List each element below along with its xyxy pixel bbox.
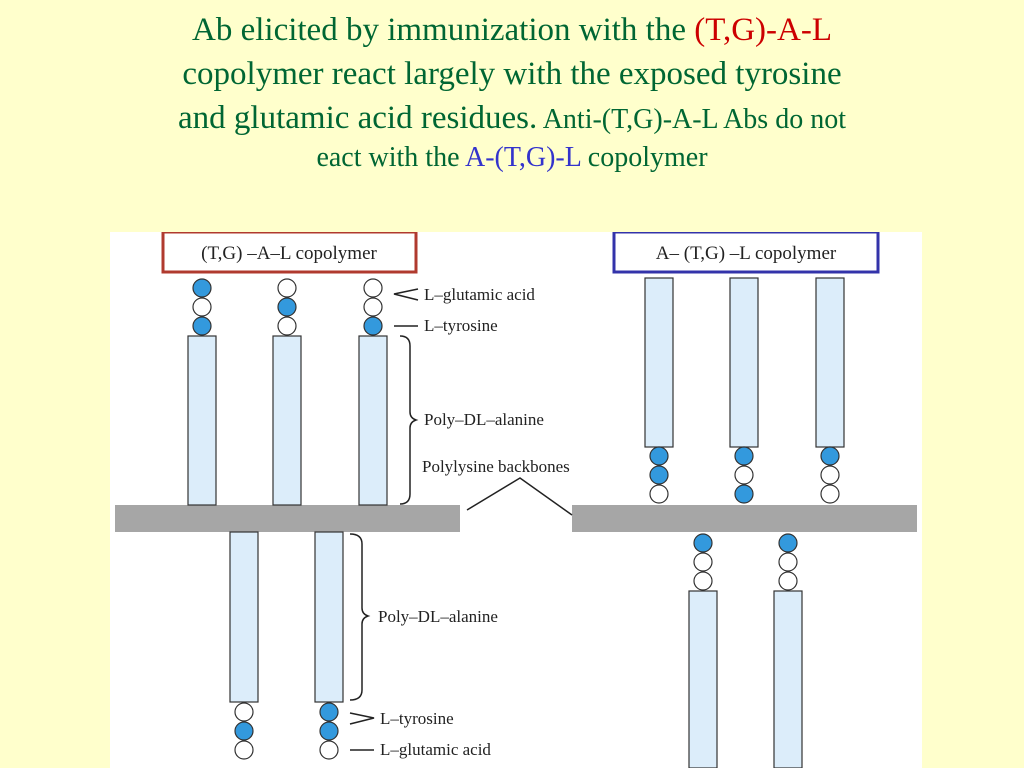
glutamic-residue — [363, 297, 383, 317]
alanine-column — [229, 531, 259, 703]
tyrosine-residue — [192, 278, 212, 298]
tyrosine-residue — [649, 465, 669, 485]
alanine-column — [644, 277, 674, 448]
title-highlight-a-tg-l: A-(T,G)-L — [464, 142, 581, 173]
alanine-column — [187, 335, 217, 506]
title-line-1: Ab elicited by immunization with the (T,… — [0, 8, 1024, 52]
title-highlight-tga-l: (T,G)-A-L — [694, 12, 832, 48]
right-box-label: A– (T,G) –L copolymer — [656, 243, 837, 264]
alanine-column — [688, 590, 718, 768]
top-annotations: L–glutamic acid L–tyrosine Poly–DL–alani… — [393, 285, 573, 516]
alanine-column — [773, 590, 803, 768]
alanine-label-bottom: Poly–DL–alanine — [378, 607, 498, 626]
tyrosine-residue — [778, 533, 798, 553]
title-line-4: eact with the A-(T,G)-L copolymer — [0, 140, 1024, 176]
left-backbone — [115, 505, 460, 532]
tyrosine-residue — [192, 316, 212, 336]
tyrosine-residue — [277, 297, 297, 317]
right-box — [612, 232, 880, 274]
right-top-columns — [644, 277, 845, 504]
title-line-3: and glutamic acid residues. Anti-(T,G)-A… — [0, 96, 1024, 140]
glutamic-residue — [649, 484, 669, 504]
glutamic-residue — [277, 278, 297, 298]
alanine-label-top: Poly–DL–alanine — [424, 410, 544, 429]
glutamic-label-bottom: L–glutamic acid — [380, 740, 491, 759]
glutamic-residue — [319, 740, 339, 760]
bottom-annotations: Poly–DL–alanine L–tyrosine L–glutamic ac… — [349, 533, 498, 759]
right-backbone — [572, 505, 917, 532]
glutamic-residue — [734, 465, 754, 485]
right-bottom-columns — [688, 533, 803, 768]
left-top-columns — [187, 278, 388, 506]
title-subtext: eact with the — [316, 142, 465, 173]
glutamic-residue — [820, 465, 840, 485]
diagram-svg: (T,G) –A–L copolymer A– (T,G) –L copolym… — [115, 232, 917, 768]
glutamic-residue — [192, 297, 212, 317]
glutamic-residue — [693, 552, 713, 572]
glutamic-residue — [234, 740, 254, 760]
glutamic-residue — [778, 571, 798, 591]
glutamic-residue — [277, 316, 297, 336]
glutamic-residue — [820, 484, 840, 504]
backbone-pointer — [466, 477, 573, 516]
title-subtext: copolymer — [580, 142, 708, 173]
left-box-label: (T,G) –A–L copolymer — [201, 243, 377, 264]
left-bottom-columns — [229, 531, 344, 760]
glutamic-residue — [234, 702, 254, 722]
tyrosine-residue — [319, 702, 339, 722]
slide-title: Ab elicited by immunization with the (T,… — [0, 8, 1024, 176]
tyrosine-pointer-bottom — [349, 712, 375, 725]
backbone-label: Polylysine backbones — [422, 457, 570, 476]
copolymer-diagram: (T,G) –A–L copolymer A– (T,G) –L copolym… — [110, 232, 922, 768]
alanine-column — [314, 531, 344, 703]
glutamic-residue — [363, 278, 383, 298]
glutamic-residue — [778, 552, 798, 572]
tyrosine-residue — [734, 484, 754, 504]
title-subtext: Anti-(T,G)-A-L Abs do not — [537, 104, 846, 135]
tyrosine-residue — [693, 533, 713, 553]
glutamic-label-top: L–glutamic acid — [424, 285, 535, 304]
alanine-brace-bottom — [349, 533, 371, 701]
tyrosine-residue — [649, 446, 669, 466]
alanine-column — [272, 335, 302, 506]
tyrosine-residue — [734, 446, 754, 466]
title-line-2: copolymer react largely with the exposed… — [182, 56, 842, 92]
left-box — [161, 232, 418, 274]
tyrosine-residue — [820, 446, 840, 466]
alanine-column — [729, 277, 759, 448]
tyrosine-label-bottom: L–tyrosine — [380, 709, 454, 728]
glutamic-pointer — [393, 288, 419, 301]
title-text: and glutamic acid residues. — [178, 100, 538, 136]
title-text: Ab elicited by immunization with the — [192, 12, 695, 48]
glutamic-residue — [693, 571, 713, 591]
tyrosine-residue — [234, 721, 254, 741]
alanine-column — [815, 277, 845, 448]
tyrosine-residue — [363, 316, 383, 336]
alanine-column — [358, 335, 388, 506]
alanine-brace-top — [399, 335, 419, 505]
tyrosine-residue — [319, 721, 339, 741]
tyrosine-label-top: L–tyrosine — [424, 316, 498, 335]
